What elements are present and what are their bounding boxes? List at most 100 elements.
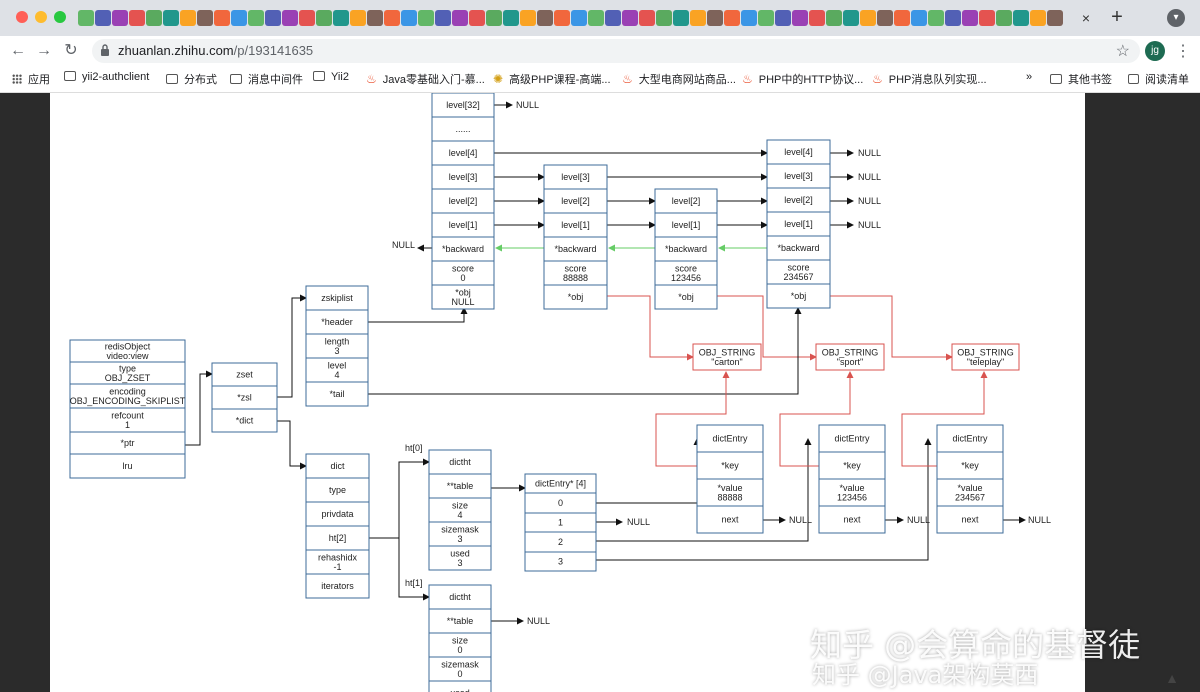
- tab-strip[interactable]: [78, 10, 1068, 28]
- tab-favicon-icon[interactable]: [1030, 10, 1046, 26]
- tab-favicon-icon[interactable]: [775, 10, 791, 26]
- tab-favicon-icon[interactable]: [673, 10, 689, 26]
- tab-favicon-icon[interactable]: [316, 10, 332, 26]
- tab-favicon-icon[interactable]: [605, 10, 621, 26]
- tab-favicon-icon[interactable]: [180, 10, 196, 26]
- profile-avatar[interactable]: jg: [1145, 41, 1165, 61]
- tab-favicon-icon[interactable]: [945, 10, 961, 26]
- menu-icon[interactable]: ⋮: [1175, 43, 1191, 60]
- bookmark-item[interactable]: yii2-authclient: [64, 71, 149, 83]
- tab-favicon-icon[interactable]: [979, 10, 995, 26]
- bookmark-star-icon[interactable]: ☆: [1115, 43, 1130, 60]
- bookmark-item[interactable]: 消息中间件: [230, 71, 303, 87]
- tab-favicon-icon[interactable]: [384, 10, 400, 26]
- bookmark-apps[interactable]: 应用: [12, 71, 50, 87]
- tab-favicon-icon[interactable]: [452, 10, 468, 26]
- tab-favicon-icon[interactable]: [826, 10, 842, 26]
- node-123456-cell-text: level[2]: [672, 196, 701, 206]
- bookmark-label: PHP中的HTTP协议...: [758, 74, 864, 86]
- tab-favicon-icon[interactable]: [401, 10, 417, 26]
- maximize-window-button[interactable]: [54, 11, 66, 23]
- node-88888-cell-text: level[2]: [561, 196, 590, 206]
- tab-favicon-icon[interactable]: [656, 10, 672, 26]
- tab-favicon-icon[interactable]: [860, 10, 876, 26]
- tab-favicon-icon[interactable]: [418, 10, 434, 26]
- tab-favicon-icon[interactable]: [282, 10, 298, 26]
- folder-icon: [1050, 74, 1062, 84]
- tab-favicon-icon[interactable]: [146, 10, 162, 26]
- tab-favicon-icon[interactable]: [78, 10, 94, 26]
- scroll-top-icon[interactable]: ▲: [1165, 670, 1179, 686]
- null-label: NULL: [789, 515, 812, 525]
- tab-favicon-icon[interactable]: [520, 10, 536, 26]
- tab-favicon-icon[interactable]: [1047, 10, 1063, 26]
- tab-favicon-icon[interactable]: [928, 10, 944, 26]
- tab-favicon-icon[interactable]: [877, 10, 893, 26]
- tab-favicon-icon[interactable]: [571, 10, 587, 26]
- tab-favicon-icon[interactable]: [503, 10, 519, 26]
- bookmark-reading-list[interactable]: 阅读清单: [1128, 71, 1189, 87]
- tab-favicon-icon[interactable]: [758, 10, 774, 26]
- bookmark-item[interactable]: ♨PHP消息队列实现...: [872, 71, 987, 87]
- node-88888-cell: [543, 284, 608, 310]
- tab-favicon-icon[interactable]: [707, 10, 723, 26]
- bookmark-item[interactable]: ♨大型电商网站商品...: [622, 71, 736, 87]
- tab-favicon-icon[interactable]: [163, 10, 179, 26]
- tab-favicon-icon[interactable]: [248, 10, 264, 26]
- bookmark-item[interactable]: ♨Java零基础入门-慕...: [366, 71, 485, 87]
- tab-favicon-icon[interactable]: [996, 10, 1012, 26]
- tab-favicon-icon[interactable]: [911, 10, 927, 26]
- back-button[interactable]: ←: [10, 42, 26, 59]
- tab-favicon-icon[interactable]: [554, 10, 570, 26]
- tab-favicon-icon[interactable]: [792, 10, 808, 26]
- new-tab-button[interactable]: +: [1111, 6, 1123, 28]
- tab-favicon-icon[interactable]: [639, 10, 655, 26]
- fire-icon: ♨: [872, 72, 883, 86]
- tab-favicon-icon[interactable]: [622, 10, 638, 26]
- bookmark-item[interactable]: 分布式: [166, 71, 217, 87]
- address-bar[interactable]: zhuanlan.zhihu.com/p/193141635 ☆: [92, 39, 1140, 63]
- tab-favicon-icon[interactable]: [724, 10, 740, 26]
- bookmark-other[interactable]: 其他书签: [1050, 71, 1112, 87]
- bookmark-item[interactable]: ✺高级PHP课程-高端...: [493, 71, 611, 87]
- tab-favicon-icon[interactable]: [690, 10, 706, 26]
- tab-favicon-icon[interactable]: [843, 10, 859, 26]
- tab-favicon-icon[interactable]: [333, 10, 349, 26]
- obj-string-box: [692, 343, 762, 371]
- tab-favicon-icon[interactable]: [435, 10, 451, 26]
- tab-favicon-icon[interactable]: [486, 10, 502, 26]
- bookmarks-overflow[interactable]: »: [1026, 71, 1033, 83]
- forward-button[interactable]: →: [36, 42, 52, 59]
- header-node-cell: [431, 260, 495, 286]
- bookmark-item[interactable]: Yii2: [313, 71, 349, 83]
- dict-entry-cell: [696, 478, 764, 507]
- tab-favicon-icon[interactable]: [129, 10, 145, 26]
- bookmark-item[interactable]: ♨PHP中的HTTP协议...: [742, 71, 863, 87]
- minimize-window-button[interactable]: [35, 11, 47, 23]
- tab-favicon-icon[interactable]: [265, 10, 281, 26]
- tab-favicon-icon[interactable]: [962, 10, 978, 26]
- tab-favicon-icon[interactable]: [809, 10, 825, 26]
- tab-favicon-icon[interactable]: [537, 10, 553, 26]
- tab-favicon-icon[interactable]: [112, 10, 128, 26]
- tab-favicon-icon[interactable]: [588, 10, 604, 26]
- dict-cell: [305, 525, 370, 551]
- tab-favicon-icon[interactable]: [299, 10, 315, 26]
- header-node-cell-text: level[1]: [449, 220, 478, 230]
- tab-favicon-icon[interactable]: [894, 10, 910, 26]
- tab-favicon-icon[interactable]: [1013, 10, 1029, 26]
- tab-favicon-icon[interactable]: [231, 10, 247, 26]
- close-window-button[interactable]: [16, 11, 28, 23]
- reload-button[interactable]: ↻: [64, 42, 78, 59]
- tab-favicon-icon[interactable]: [197, 10, 213, 26]
- tab-favicon-icon[interactable]: [214, 10, 230, 26]
- tab-favicon-icon[interactable]: [350, 10, 366, 26]
- tab-search-icon[interactable]: ▾: [1167, 9, 1185, 27]
- close-tab-button[interactable]: ×: [1081, 10, 1091, 26]
- tab-favicon-icon[interactable]: [741, 10, 757, 26]
- ht0-arrow: [369, 458, 430, 539]
- tab-favicon-icon[interactable]: [469, 10, 485, 26]
- tab-favicon-icon[interactable]: [95, 10, 111, 26]
- tab-favicon-icon[interactable]: [367, 10, 383, 26]
